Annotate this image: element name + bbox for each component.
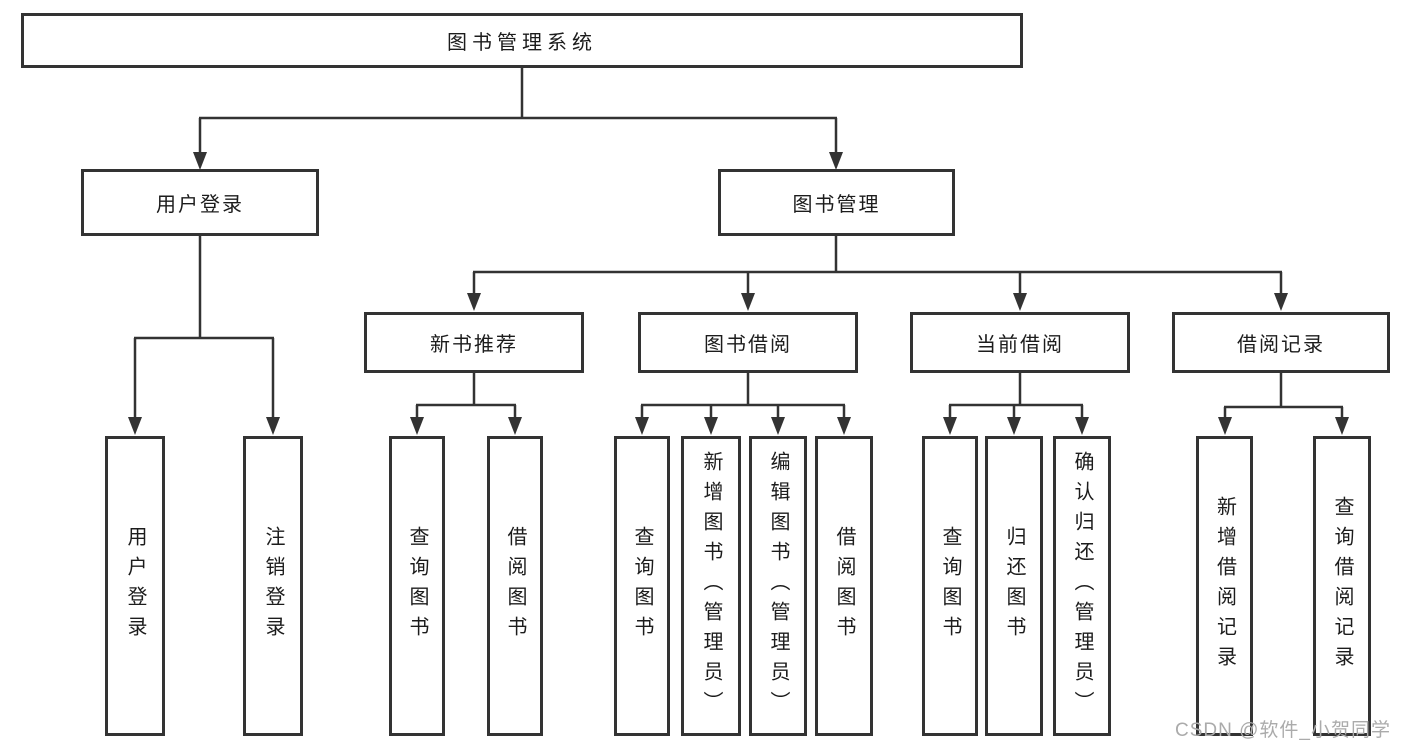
leaf-bb-edit-book-admin-label: 编辑图书（管理员） [767,451,789,721]
leaf-cb-return-book: 归还图书 [985,436,1043,736]
node-user-login-group: 用户登录 [81,169,319,236]
node-current-borrow: 当前借阅 [910,312,1130,373]
node-book-management-label: 图书管理 [792,194,881,216]
leaf-logout-label: 注销登录 [262,526,284,646]
csdn-watermark: CSDN @软件_小贺同学 [1175,720,1391,741]
node-new-book-recommend: 新书推荐 [364,312,584,373]
connector-arrowheads [128,152,1349,435]
leaf-cb-query-book: 查询图书 [922,436,978,736]
leaf-bb-add-book-admin: 新增图书（管理员） [681,436,741,736]
leaf-bb-query-book-label: 查询图书 [631,526,653,646]
node-user-login-group-label: 用户登录 [156,194,244,216]
leaf-logout: 注销登录 [243,436,303,736]
leaf-bb-borrow-book: 借阅图书 [815,436,873,736]
leaf-nb-borrow-book-label: 借阅图书 [504,526,526,646]
leaf-bb-edit-book-admin: 编辑图书（管理员） [749,436,807,736]
node-current-borrow-label: 当前借阅 [976,334,1064,356]
node-book-borrow: 图书借阅 [638,312,858,373]
leaf-nb-query-book: 查询图书 [389,436,445,736]
leaf-br-query-record: 查询借阅记录 [1313,436,1371,736]
node-library-system: 图书管理系统 [21,13,1023,68]
node-book-borrow-label: 图书借阅 [704,334,792,356]
leaf-cb-confirm-return-admin: 确认归还（管理员） [1053,436,1111,736]
leaf-bb-borrow-book-label: 借阅图书 [833,526,855,646]
node-library-system-label: 图书管理系统 [447,32,597,54]
node-borrow-records: 借阅记录 [1172,312,1390,373]
leaf-nb-query-book-label: 查询图书 [406,526,428,646]
leaf-nb-borrow-book: 借阅图书 [487,436,543,736]
leaf-cb-query-book-label: 查询图书 [939,526,961,646]
leaf-cb-return-book-label: 归还图书 [1003,526,1025,646]
leaf-user-login: 用户登录 [105,436,165,736]
leaf-user-login-label: 用户登录 [124,526,146,646]
leaf-bb-query-book: 查询图书 [614,436,670,736]
node-new-book-recommend-label: 新书推荐 [430,334,518,356]
leaf-cb-confirm-return-admin-label: 确认归还（管理员） [1071,451,1093,721]
leaf-br-query-record-label: 查询借阅记录 [1331,496,1353,676]
node-borrow-records-label: 借阅记录 [1237,334,1325,356]
leaf-br-add-record-label: 新增借阅记录 [1213,496,1236,676]
node-book-management: 图书管理 [718,169,955,236]
connector-strokes [133,68,1344,419]
leaf-br-add-record: 新增借阅记录 [1196,436,1253,736]
leaf-bb-add-book-admin-label: 新增图书（管理员） [700,451,722,721]
